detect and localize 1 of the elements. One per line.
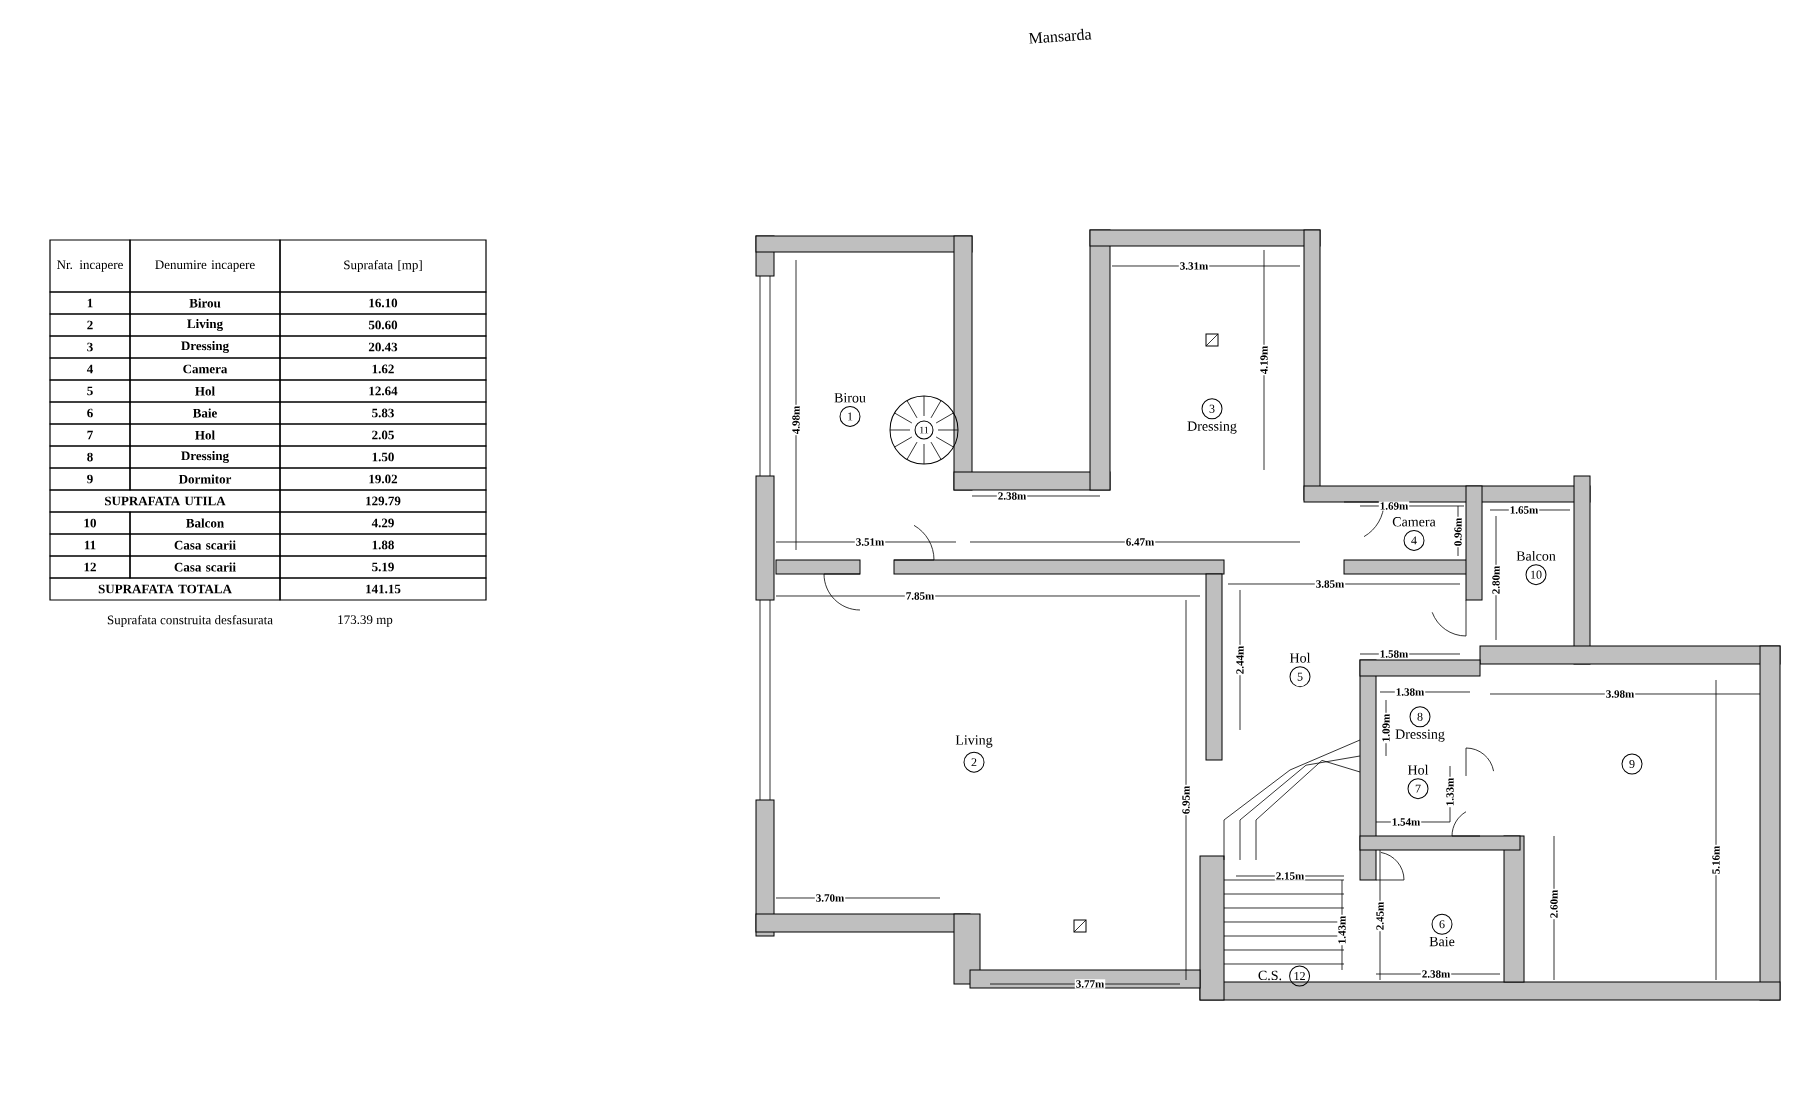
title: Mansarda [1028,28,1092,44]
